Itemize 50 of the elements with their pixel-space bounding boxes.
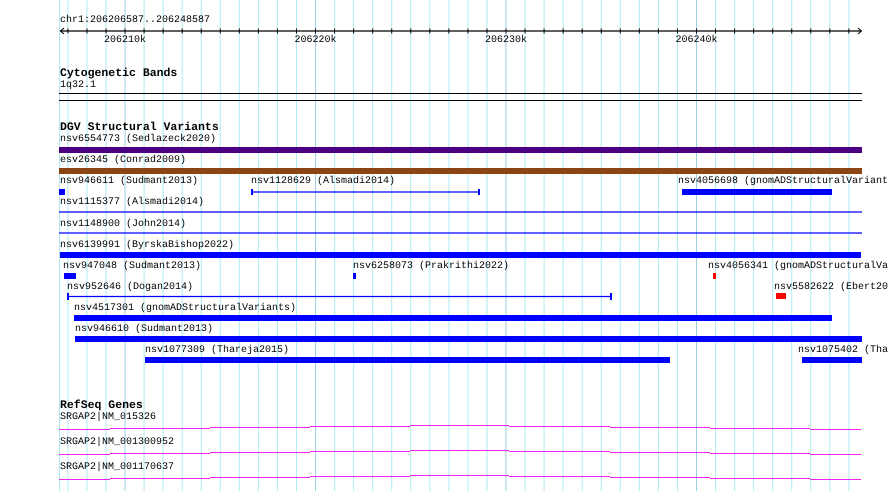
variant-label: nsv6139991 (ByrskaBishop2022) (60, 241, 234, 251)
gene-line (59, 448, 862, 456)
tick-label: 206210k (104, 36, 146, 46)
variant-line (59, 209, 862, 215)
variant-bar (776, 293, 786, 299)
variant-label: nsv1075402 (Tha (798, 346, 888, 356)
variant-label: nsv6554773 (Sedlazeck2020) (60, 135, 216, 145)
variant-label: nsv5582622 (Ebert20 (774, 283, 888, 293)
gene-label: SRGAP2|NM_015326 (60, 413, 156, 423)
variant-bar (74, 315, 832, 321)
variant-bar (353, 273, 356, 279)
variant-label: esv26345 (Conrad2009) (60, 156, 186, 166)
cytoband-outline (59, 92, 862, 101)
variant-bar (75, 336, 862, 342)
gene-label: SRGAP2|NM_001170637 (60, 463, 174, 473)
variant-label: nsv4517301 (gnomADStructuralVariants) (74, 304, 296, 314)
variant-span-line (251, 189, 480, 195)
track-heading: DGV Structural Variants (60, 122, 219, 134)
variant-bar (59, 168, 862, 174)
variant-label: nsv4056341 (gnomADStructuralVa (708, 262, 888, 272)
tick-label: 206220k (294, 36, 336, 46)
variant-bar (802, 357, 862, 363)
variant-label: nsv1115377 (Alsmadi2014) (60, 198, 204, 208)
variant-bar (145, 357, 670, 363)
tick-label: 206240k (676, 36, 718, 46)
variant-bar (713, 273, 716, 279)
variant-label: nsv1148900 (John2014) (60, 220, 186, 230)
track-heading: Cytogenetic Bands (60, 68, 178, 80)
variant-label: nsv946610 (Sudmant2013) (75, 325, 214, 335)
variant-bar (64, 273, 76, 279)
locus-coordinates: chr1:206206587..206248587 (60, 16, 210, 26)
variant-label: nsv4056698 (gnomADStructuralVariant (678, 177, 888, 187)
track-heading: RefSeq Genes (60, 400, 143, 412)
variant-label: nsv947048 (Sudmant2013) (63, 262, 202, 272)
variant-line (59, 230, 862, 236)
variant-bar (59, 147, 862, 153)
gene-label: SRGAP2|NM_001300952 (60, 438, 174, 448)
variant-label: nsv6258073 (Prakrithi2022) (353, 262, 510, 272)
cytoband-label: 1q32.1 (60, 81, 96, 91)
variant-label: nsv1077309 (Thareja2015) (145, 346, 290, 356)
variant-bar (59, 189, 65, 195)
variant-bar (682, 189, 832, 195)
gene-line (59, 473, 862, 481)
gene-line (59, 423, 862, 431)
variant-span-line (67, 293, 612, 300)
tick-label: 206230k (485, 36, 527, 46)
variant-bar (60, 252, 861, 258)
variant-label: nsv952646 (Dogan2014) (67, 283, 194, 293)
variant-label: nsv946611 (Sudmant2013) (60, 177, 198, 187)
variant-label: nsv1128629 (Alsmadi2014) (251, 177, 396, 187)
